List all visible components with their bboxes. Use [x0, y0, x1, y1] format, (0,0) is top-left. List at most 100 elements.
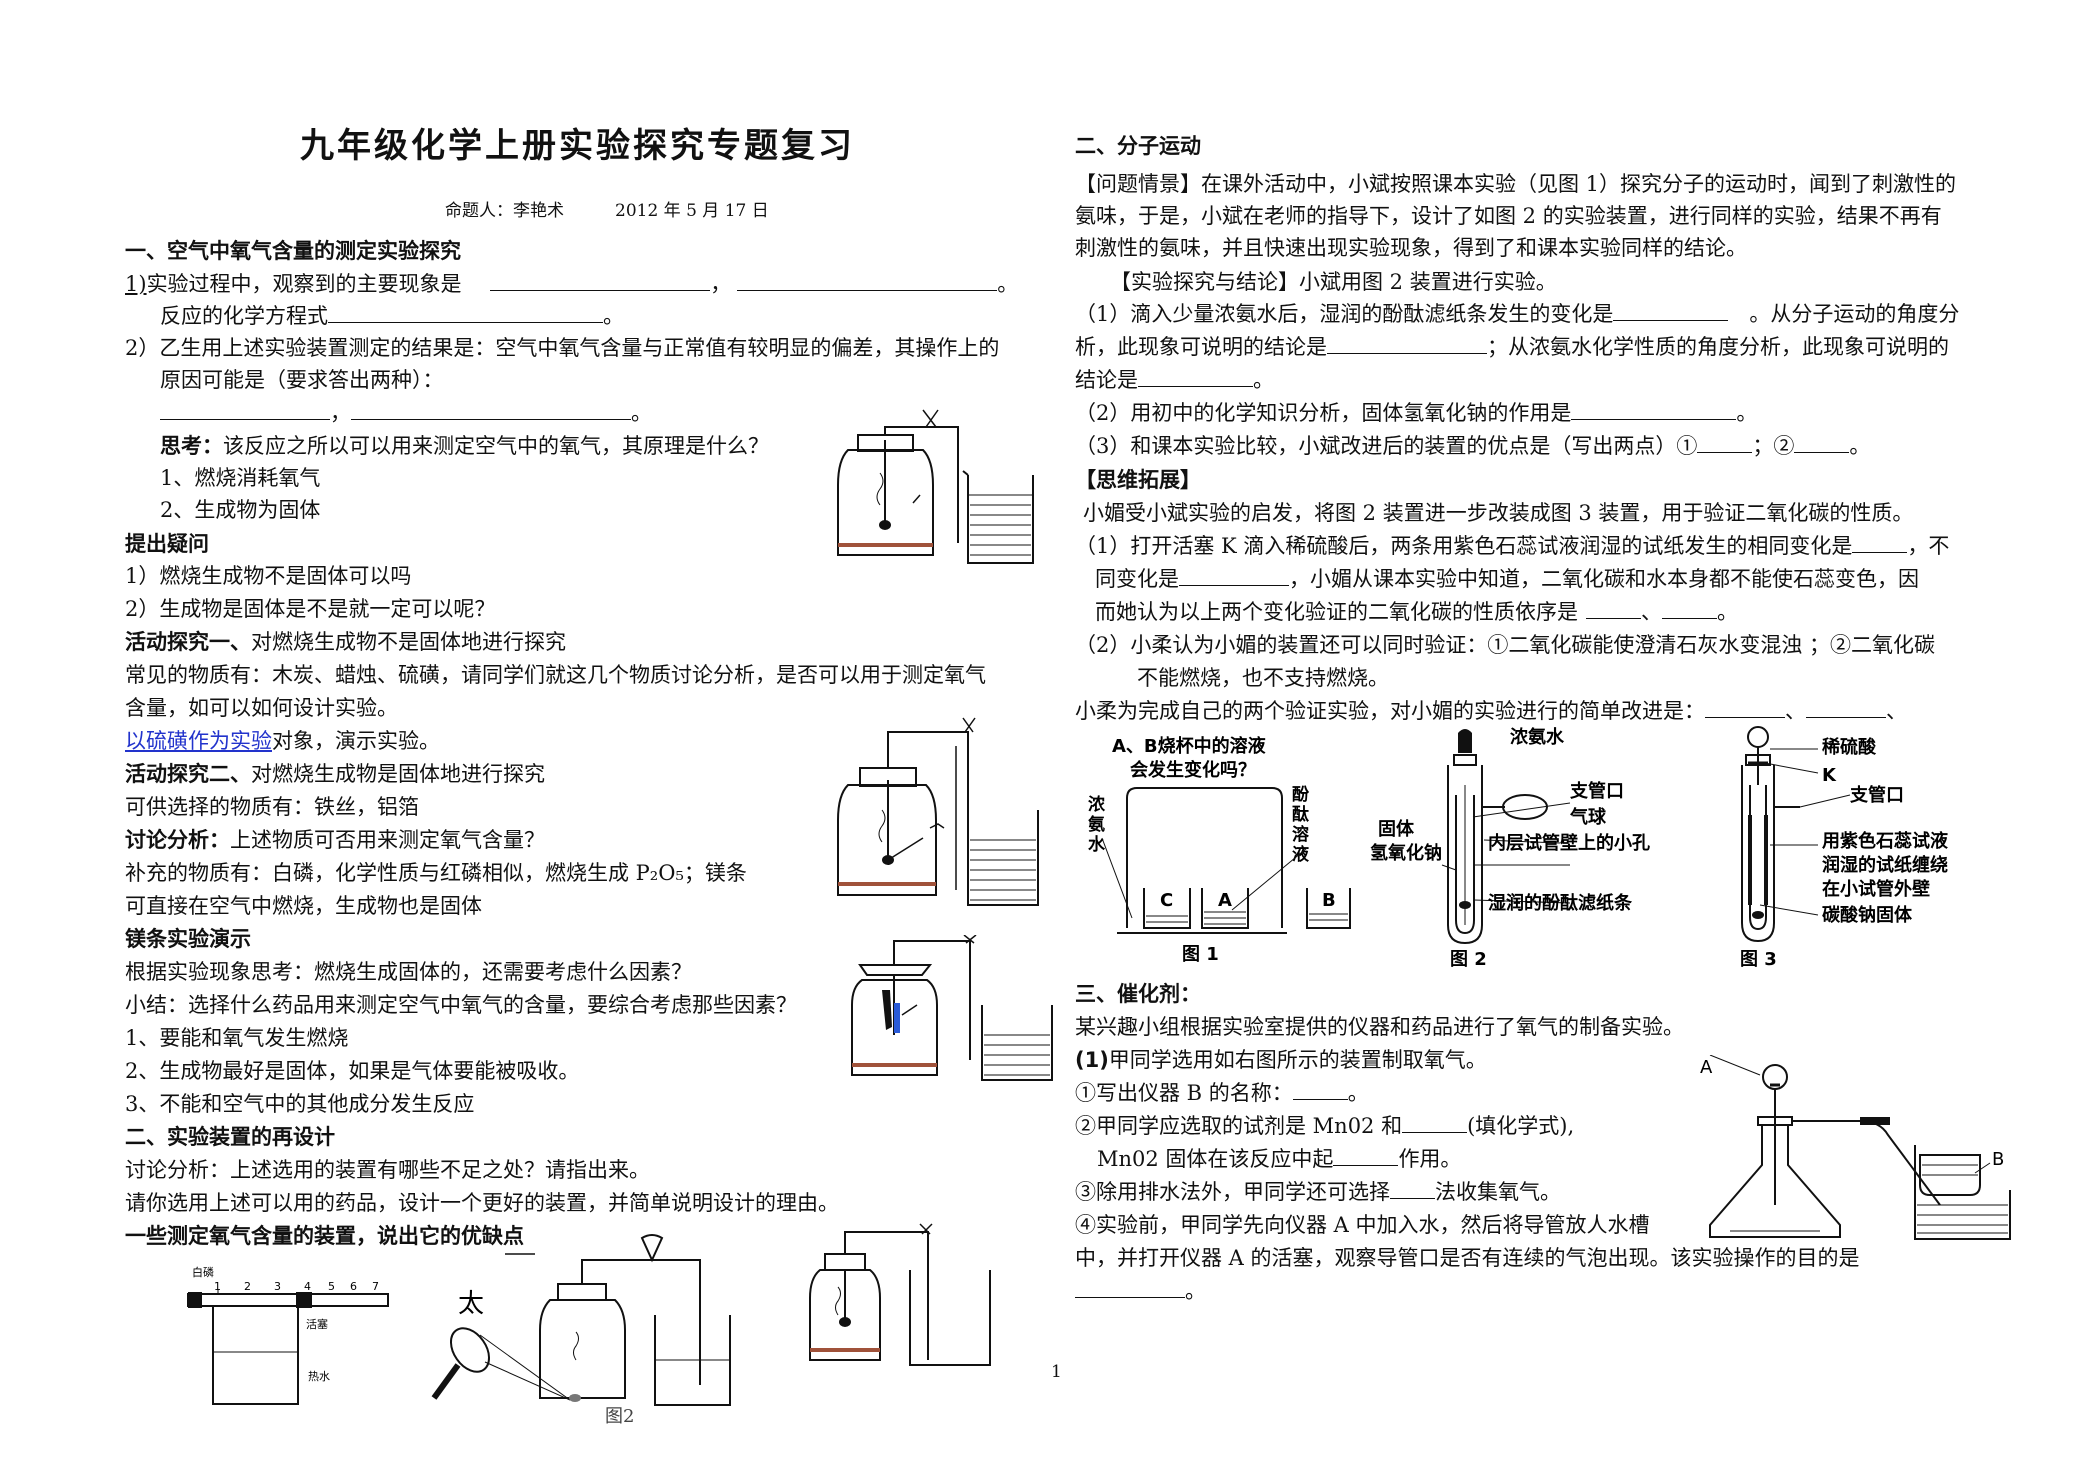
extension-q2: （2）小柔认为小媚的装置还可以同时验证：①二氧化碳能使澄清石灰水变混浊 ；②二氧… [1075, 633, 1936, 657]
question-text: Mn02 固体在该反应中起 [1097, 1147, 1334, 1171]
experiment-intro: 【实验探究与结论】小斌用图 2 装置进行实验。 [1110, 270, 1557, 294]
figure-2-improved-device: 浓氨水 支管口 气球 内层试管壁上的小孔 湿润的酚酞滤纸条 固体 氢氧化钠 图 … [1370, 725, 1695, 970]
answer-blank[interactable] [1794, 432, 1850, 453]
answer-blank[interactable] [1571, 399, 1737, 420]
experiment-q2: （2）用初中的化学知识分析，固体氢氧化钠的作用是。 [1075, 399, 1758, 425]
side-tube-label: 支管口 [1849, 784, 1904, 806]
question-2-blanks: ，。 [160, 399, 652, 427]
scale-mark: 3 [274, 1280, 281, 1293]
answer-blank[interactable] [1333, 1145, 1399, 1166]
catalyst-q1-2: ②甲同学应选取的试剂是 Mn02 和(填化学式), [1075, 1112, 1574, 1140]
answer-blank[interactable] [1586, 598, 1641, 619]
answer-blank[interactable] [1806, 697, 1886, 718]
question-text: 作用。 [1398, 1147, 1462, 1171]
hot-water-label: 热水 [308, 1370, 330, 1383]
figure-3-caption: 图 3 [1740, 949, 1777, 970]
experiment-q1-line2: 析，此现象可说明的结论是；从浓氨水化学性质的角度分析，此现象可说明的 [1075, 333, 1949, 361]
lens-label: 太 [458, 1289, 484, 1319]
phenolphthalein-label-char: 液 [1292, 844, 1309, 865]
phenolphthalein-label-char: 酞 [1292, 804, 1309, 825]
catalyst-q1: (1)甲同学选用如右图所示的装置制取氧气。 [1075, 1046, 1487, 1074]
figure-3-co2-device: 稀硫酸 K 支管口 用紫色石蕊试液 润湿的试纸缠绕 在小试管外壁 碳酸钠固体 图… [1700, 725, 2000, 970]
answer-blank[interactable] [1327, 333, 1487, 354]
answer-blank[interactable] [1179, 565, 1289, 586]
question-text: ①写出仪器 B 的名称： [1075, 1081, 1293, 1105]
question-text: 小柔为完成自己的两个验证实验，对小媚的实验进行的简单改进是： [1075, 699, 1705, 723]
answer-blank[interactable] [351, 399, 631, 420]
magnesium-2: 小结：选择什么药品用来测定空气中氧气的含量，要综合考虑那些因素？ [125, 993, 797, 1017]
activity-1-p3: 以硫磺作为实验对象，演示实验。 [125, 727, 440, 755]
discussion: 讨论分析：上述物质可否用来测定氧气含量？ [125, 826, 545, 854]
question-text: 同变化是 [1095, 567, 1179, 591]
question-text: 。从分子运动的角度分 [1749, 302, 1960, 326]
answer-blank[interactable] [1613, 300, 1729, 321]
question-text: ②甲同学应选取的试剂是 Mn02 和 [1075, 1114, 1403, 1138]
experiment-q3: （3）和课本实验比较，小斌改进后的装置的优点是（写出两点）①；②。 [1075, 432, 1871, 458]
device-bottle-beaker [800, 1220, 1020, 1370]
litmus-paper-label: 在小试管外壁 [1822, 878, 1930, 900]
scale-mark: 4 [304, 1280, 311, 1293]
extension-q2-line2: 不能燃烧，也不支持燃烧。 [1137, 666, 1389, 690]
question-text: 析，此现象可说明的结论是 [1075, 335, 1327, 359]
answer-blank[interactable] [1705, 697, 1785, 718]
valve-k-label: K [1822, 765, 1837, 786]
think-point-1: 1、燃烧消耗氧气 [160, 466, 321, 490]
extension-heading: 【思维拓展】 [1075, 468, 1201, 492]
answer-blank[interactable] [1402, 1112, 1468, 1133]
magnesium-5: 3、不能和空气中的其他成分发生反应 [125, 1092, 475, 1116]
litmus-paper-label: 用紫色石蕊试液 [1822, 830, 1949, 852]
answer-blank[interactable] [1138, 366, 1253, 387]
doubt-heading: 提出疑问 [125, 532, 209, 556]
answer-blank[interactable] [1390, 1178, 1435, 1199]
section-heading-catalyst: 三、催化剂： [1075, 982, 1201, 1006]
activity-1: 活动探究一、对燃烧生成物不是固体地进行探究 [125, 628, 566, 656]
catalyst-q1-7: 。 [1075, 1277, 1206, 1305]
section-heading-oxygen: 一、空气中氧气含量的测定实验探究 [125, 239, 461, 263]
filter-paper-label: 湿润的酚酞滤纸条 [1488, 892, 1633, 914]
answer-blank[interactable] [490, 270, 711, 291]
answer-blank[interactable] [737, 270, 998, 291]
question-text: 反应的化学方程式 [160, 304, 328, 328]
answer-blank[interactable] [160, 399, 330, 420]
beaker-label: B [1322, 890, 1336, 911]
piston-label: 活塞 [306, 1317, 328, 1331]
sulfur-link[interactable]: 以硫磺作为实验 [125, 729, 272, 753]
question-text: 实验过程中，观察到的主要现象是 [146, 272, 462, 296]
balloon-label: 气球 [1569, 806, 1607, 828]
question-text: ，不 [1907, 534, 1950, 558]
white-phosphorus-label: 白磷 [192, 1265, 214, 1279]
question-number: 1) [125, 272, 147, 296]
activity-text: 对燃烧生成物是固体地进行探究 [251, 762, 545, 786]
discussion-label: 讨论分析： [125, 828, 230, 852]
dilute-sulfuric-acid-label: 稀硫酸 [1822, 736, 1877, 758]
question-1a: 1)实验过程中，观察到的主要现象是 ，。 [125, 270, 1019, 296]
figure-1-question-1: A、B烧杯中的溶液 [1112, 735, 1267, 757]
question-text: （1）滴入少量浓氨水后，湿润的酚酞滤纸条发生的变化是 [1075, 302, 1614, 326]
answer-blank[interactable] [1852, 532, 1908, 553]
answer-blank[interactable] [328, 302, 603, 323]
experiment-q1-line3: 结论是。 [1075, 366, 1274, 392]
magnesium-heading: 镁条实验演示 [125, 927, 251, 951]
catalyst-intro: 某兴趣小组根据实验室提供的仪器和药品进行了氧气的制备实验。 [1075, 1015, 1684, 1039]
redesign-2: 请你选用上述可以用的药品，设计一个更好的装置，并简单说明设计的理由。 [125, 1191, 839, 1215]
naoh-label: 氢氧化钠 [1370, 842, 1442, 864]
background-3: 刺激性的氨味，并且快速出现实验现象，得到了和课本实验同样的结论。 [1075, 236, 1747, 260]
device-lens-ignition: 太 [430, 1220, 800, 1410]
question-text: （2）用初中的化学知识分析，固体氢氧化钠的作用是 [1075, 401, 1572, 425]
redesign-1: 讨论分析：上述选用的装置有哪些不足之处？请指出来。 [125, 1158, 650, 1182]
figure-2-caption: 图2 [605, 1406, 635, 1427]
answer-blank[interactable] [1075, 1277, 1185, 1298]
answer-blank[interactable] [1292, 1079, 1348, 1100]
answer-blank[interactable] [1697, 432, 1753, 453]
question-text: 法收集氧气。 [1435, 1180, 1561, 1204]
phenolphthalein-label-char: 溶 [1292, 824, 1309, 845]
answer-blank[interactable] [1662, 598, 1717, 619]
question-text: ，小媚从课本实验中知道，二氧化碳和水本身都不能使石蕊变色，因 [1289, 567, 1919, 591]
question-text: （1）打开活塞 K 滴入稀硫酸后，两条用紫色石蕊试液润湿的试纸发生的相同变化是 [1075, 534, 1853, 558]
question-2a: 2）乙生用上述实验装置测定的结果是：空气中氧气含量与正常值有较明显的偏差，其操作… [125, 336, 1000, 360]
apparatus-figure-1 [818, 375, 1048, 570]
activity-2-p1: 可供选择的物质有：铁丝，铝箔 [125, 795, 419, 819]
activity-2: 活动探究二、对燃烧生成物是固体地进行探究 [125, 760, 545, 788]
scale-mark: 7 [372, 1280, 379, 1293]
activity-label: 活动探究二、 [125, 762, 251, 786]
